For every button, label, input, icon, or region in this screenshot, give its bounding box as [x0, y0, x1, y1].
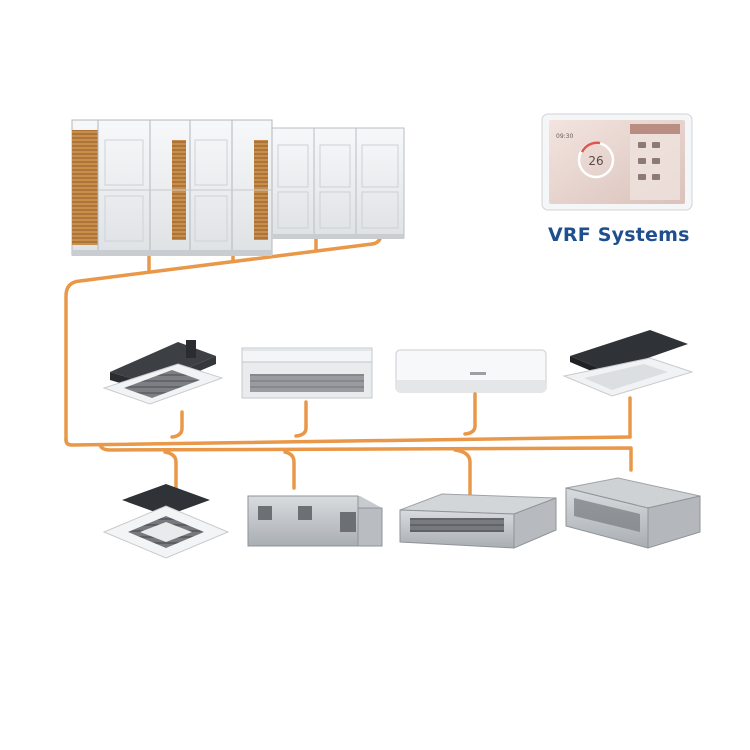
medium-static-duct [565, 477, 701, 549]
four-way-cassette [102, 484, 230, 559]
outdoor-units [71, 119, 405, 256]
one-way-cassette [562, 330, 694, 397]
diagram-title: VRF Systems [548, 224, 690, 246]
high-static-duct [247, 495, 383, 547]
branch-lower-3 [453, 448, 472, 500]
controller-time: 09:30 [556, 133, 573, 140]
outdoor-pipe-header [64, 226, 383, 442]
ceiling-cassette-compact [102, 340, 224, 405]
branch-upper-3 [463, 392, 477, 436]
branch-lower-1 [163, 450, 178, 490]
branch-upper-1 [170, 410, 184, 439]
wall-controller: 26 09:30 [541, 113, 693, 211]
branch-lower-2 [283, 450, 296, 490]
branch-upper-2 [294, 400, 308, 438]
floor-ceiling-unit [241, 347, 373, 399]
wall-mounted-unit [395, 349, 547, 393]
main-line-upper [64, 435, 632, 447]
slim-duct [399, 493, 557, 549]
main-line-lower [98, 443, 633, 472]
controller-temperature: 26 [588, 154, 603, 168]
